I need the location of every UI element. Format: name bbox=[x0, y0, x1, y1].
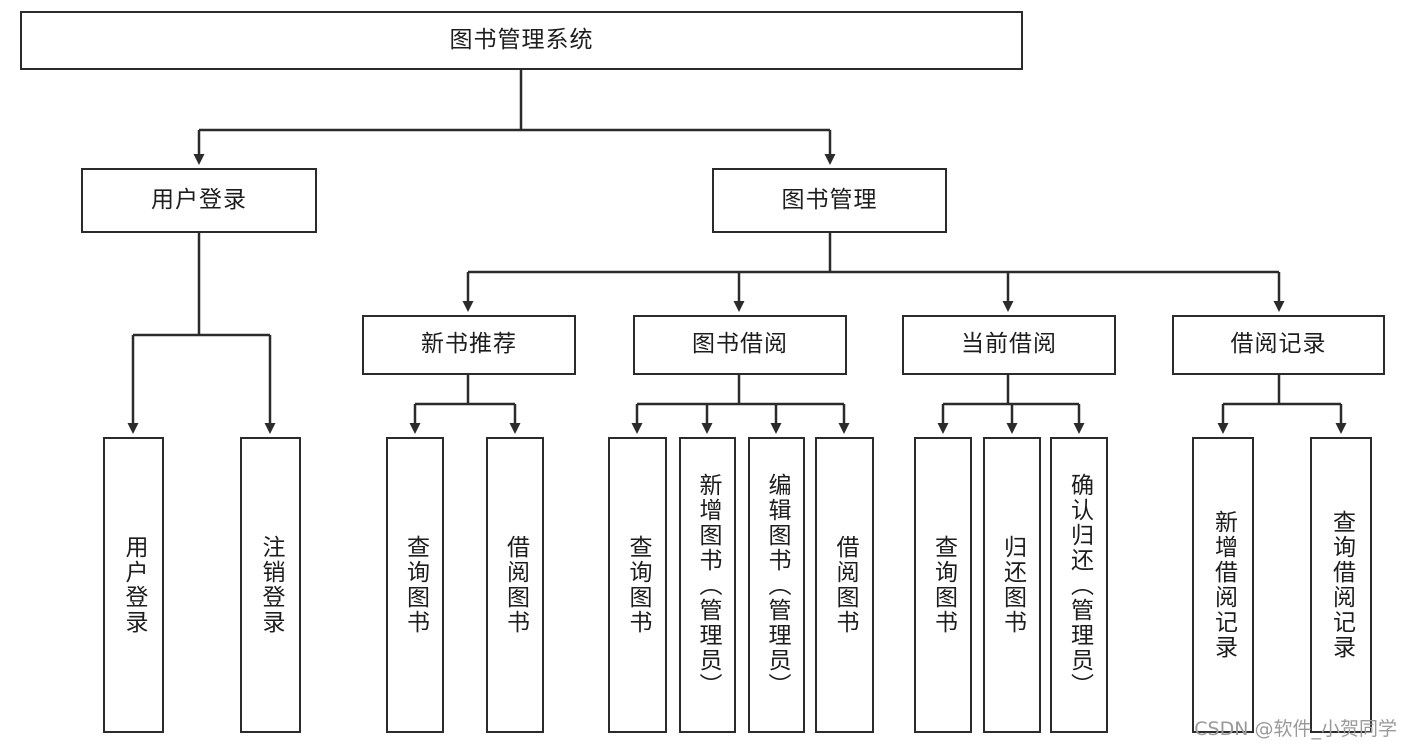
node-leaf-logout[interactable]: 注销登录 bbox=[240, 437, 301, 733]
node-leaf-confirm-return[interactable]: 确认归还（管理员） bbox=[1050, 437, 1108, 733]
node-leaf-query-record-label: 查询借阅记录 bbox=[1328, 510, 1355, 660]
node-leaf-borrow-book-2[interactable]: 借阅图书 bbox=[815, 437, 874, 733]
node-new-book-rec[interactable]: 新书推荐 bbox=[362, 315, 576, 375]
node-root-label: 图书管理系统 bbox=[449, 26, 594, 53]
node-leaf-confirm-return-label: 确认归还（管理员） bbox=[1066, 472, 1093, 698]
node-current-borrow[interactable]: 当前借阅 bbox=[902, 315, 1116, 375]
node-leaf-borrow-book-1[interactable]: 借阅图书 bbox=[486, 437, 544, 733]
node-leaf-query-book-3[interactable]: 查询图书 bbox=[914, 437, 972, 733]
node-leaf-borrow-book-2-label: 借阅图书 bbox=[832, 535, 858, 635]
node-leaf-query-book-3-label: 查询图书 bbox=[930, 535, 957, 635]
node-borrow-record[interactable]: 借阅记录 bbox=[1172, 315, 1385, 375]
node-leaf-logout-label: 注销登录 bbox=[258, 535, 284, 635]
node-user-login-label: 用户登录 bbox=[151, 186, 247, 213]
node-book-borrow-label: 图书借阅 bbox=[692, 331, 788, 358]
node-leaf-query-book-1[interactable]: 查询图书 bbox=[386, 437, 444, 733]
node-user-login[interactable]: 用户登录 bbox=[81, 168, 317, 233]
node-leaf-query-book-2-label: 查询图书 bbox=[625, 535, 651, 635]
node-new-book-rec-label: 新书推荐 bbox=[421, 331, 517, 358]
node-leaf-query-record[interactable]: 查询借阅记录 bbox=[1310, 437, 1372, 733]
node-leaf-edit-book-label: 编辑图书（管理员） bbox=[764, 472, 790, 698]
node-leaf-query-book-2[interactable]: 查询图书 bbox=[608, 437, 667, 733]
node-book-manage[interactable]: 图书管理 bbox=[712, 168, 947, 233]
node-leaf-add-record[interactable]: 新增借阅记录 bbox=[1192, 437, 1254, 733]
node-book-borrow[interactable]: 图书借阅 bbox=[633, 315, 847, 375]
node-borrow-record-label: 借阅记录 bbox=[1230, 331, 1327, 358]
node-leaf-query-book-1-label: 查询图书 bbox=[402, 535, 429, 635]
node-book-manage-label: 图书管理 bbox=[781, 186, 878, 213]
node-leaf-user-login-label: 用户登录 bbox=[121, 535, 147, 635]
node-leaf-borrow-book-1-label: 借阅图书 bbox=[502, 535, 529, 635]
node-leaf-add-book-label: 新增图书（管理员） bbox=[695, 472, 721, 698]
node-current-borrow-label: 当前借阅 bbox=[961, 331, 1057, 358]
node-leaf-return-book-label: 归还图书 bbox=[999, 535, 1026, 635]
node-leaf-user-login[interactable]: 用户登录 bbox=[103, 437, 164, 733]
node-leaf-add-record-label: 新增借阅记录 bbox=[1210, 510, 1237, 660]
node-leaf-edit-book[interactable]: 编辑图书（管理员） bbox=[748, 437, 805, 733]
node-leaf-add-book[interactable]: 新增图书（管理员） bbox=[679, 437, 736, 733]
node-leaf-return-book[interactable]: 归还图书 bbox=[983, 437, 1041, 733]
node-root-system[interactable]: 图书管理系统 bbox=[20, 11, 1023, 70]
csdn-watermark: CSDN @软件_小贺同学 bbox=[1194, 718, 1397, 740]
